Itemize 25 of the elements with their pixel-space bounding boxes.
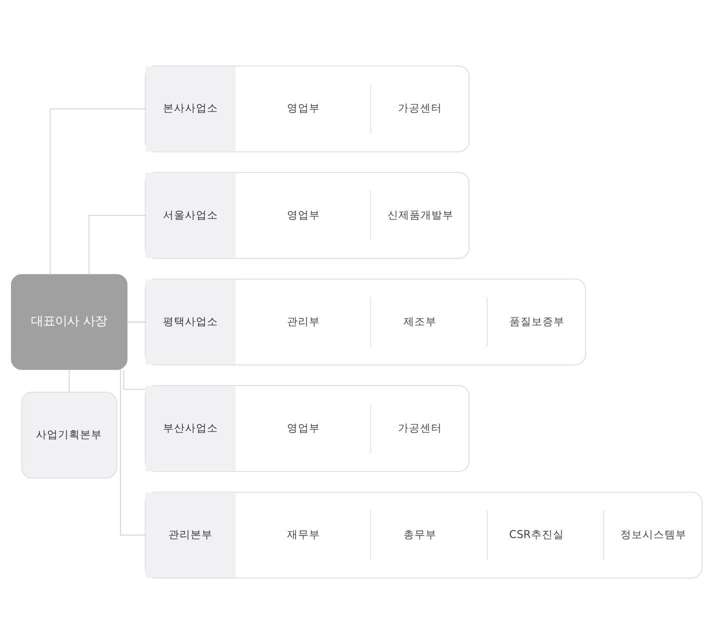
node-text: 가공센터 <box>398 421 442 434</box>
node-box: 사업기획본부 <box>21 392 118 479</box>
connector <box>88 214 146 275</box>
node-box: 평택사업소 <box>146 279 236 365</box>
node-text: 총무부 <box>403 528 436 541</box>
node-text: 관리부 <box>286 314 320 328</box>
connector <box>120 369 146 536</box>
node-box: 서울사업소 <box>146 172 236 258</box>
node-text: 영업부 <box>286 102 320 115</box>
node-box: 본사사업소 <box>146 66 236 152</box>
node-text: CSR추진실 <box>509 528 564 541</box>
node-text: 정보시스템부 <box>620 528 687 541</box>
node-box: 부산사업소 <box>146 386 236 472</box>
node-text: 영업부 <box>286 208 320 222</box>
node-text: 신제품개발부 <box>388 208 454 222</box>
connector <box>68 369 70 392</box>
connector <box>50 108 146 275</box>
node-text: 재무부 <box>286 528 320 541</box>
connector <box>123 369 146 390</box>
node-text: 영업부 <box>286 421 320 434</box>
node-text: 가공센터 <box>398 102 442 115</box>
node-box: 관리본부 <box>146 492 236 578</box>
node-box: 대표이사 사장 <box>10 274 128 370</box>
node-text: 품질보증부 <box>510 314 565 328</box>
node-text: 제조부 <box>403 314 436 328</box>
